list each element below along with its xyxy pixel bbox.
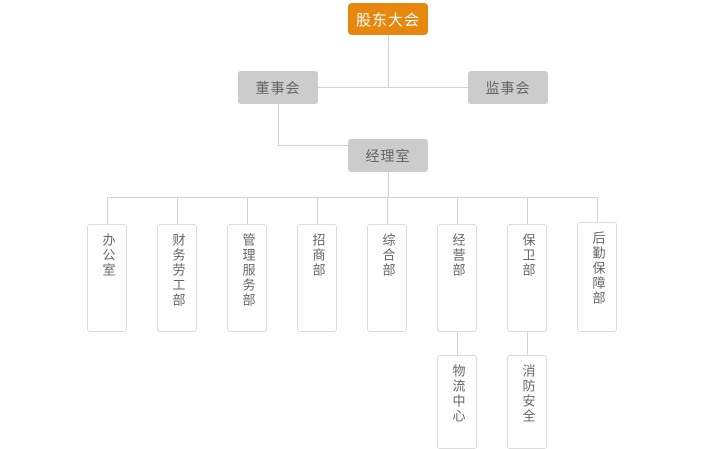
connector-board-down bbox=[278, 104, 279, 145]
node-department-logistics-support[interactable]: 后勤保障部 bbox=[577, 222, 617, 332]
node-subunit-logistics-center[interactable]: 物流中心 bbox=[437, 355, 477, 449]
connector-level2-bus bbox=[278, 87, 468, 88]
node-label: 管理服务部 bbox=[239, 233, 255, 308]
node-label: 监事会 bbox=[485, 80, 531, 97]
node-subunit-fire-safety[interactable]: 消防安全 bbox=[507, 355, 547, 449]
node-board-of-supervisors[interactable]: 监事会 bbox=[468, 71, 548, 104]
node-label: 股东大会 bbox=[355, 10, 420, 29]
node-label: 后勤保障部 bbox=[589, 231, 605, 306]
node-department-office[interactable]: 办公室 bbox=[87, 224, 127, 332]
connector-root-down bbox=[388, 35, 389, 87]
node-department-finance-labor[interactable]: 财务劳工部 bbox=[157, 224, 197, 332]
node-label: 综合部 bbox=[379, 233, 395, 278]
connector-drop-dept-2 bbox=[177, 197, 178, 224]
connector-drop-dept-1 bbox=[107, 197, 108, 224]
node-label: 经理室 bbox=[365, 148, 411, 165]
connector-drop-dept-7 bbox=[527, 197, 528, 224]
node-label: 财务劳工部 bbox=[169, 233, 185, 308]
node-department-investment[interactable]: 招商部 bbox=[297, 224, 337, 332]
node-department-security[interactable]: 保卫部 bbox=[507, 224, 547, 332]
node-manager-office[interactable]: 经理室 bbox=[348, 139, 428, 172]
connector-drop-sub-1 bbox=[457, 331, 458, 355]
node-department-management-service[interactable]: 管理服务部 bbox=[227, 224, 267, 332]
node-label: 董事会 bbox=[255, 80, 301, 97]
node-board-of-directors[interactable]: 董事会 bbox=[238, 71, 318, 104]
node-label: 招商部 bbox=[309, 233, 325, 278]
connector-department-bus bbox=[107, 197, 597, 198]
connector-drop-sub-2 bbox=[527, 331, 528, 355]
node-label: 办公室 bbox=[99, 233, 115, 278]
connector-drop-dept-6 bbox=[457, 197, 458, 224]
node-label: 物流中心 bbox=[449, 364, 465, 424]
node-department-general[interactable]: 综合部 bbox=[367, 224, 407, 332]
connector-drop-dept-4 bbox=[317, 197, 318, 224]
connector-board-to-manager bbox=[278, 145, 348, 146]
node-shareholders-meeting[interactable]: 股东大会 bbox=[348, 3, 428, 35]
node-label: 保卫部 bbox=[519, 233, 535, 278]
node-label: 经营部 bbox=[449, 233, 465, 278]
connector-drop-dept-5 bbox=[387, 197, 388, 224]
node-label: 消防安全 bbox=[519, 364, 535, 424]
connector-drop-dept-8 bbox=[597, 197, 598, 222]
connector-manager-down bbox=[388, 172, 389, 197]
node-department-operations[interactable]: 经营部 bbox=[437, 224, 477, 332]
connector-drop-dept-3 bbox=[247, 197, 248, 224]
